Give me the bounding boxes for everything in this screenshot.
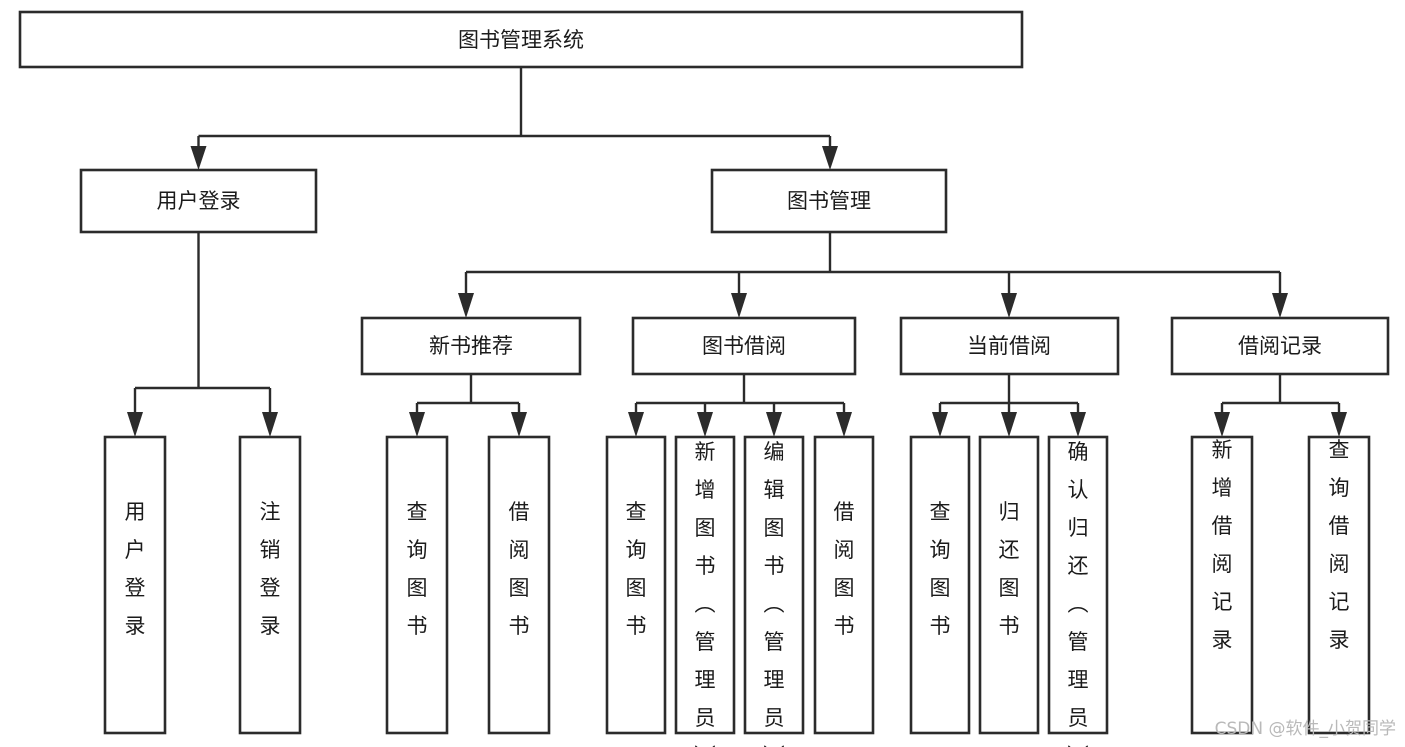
- node-leaf-confirm-return[interactable]: 确认归还︵管理员︶: [1047, 435, 1109, 747]
- node-leaf-edit-book-box[interactable]: [743, 435, 805, 735]
- arrow-user-login-leaf-2: [262, 412, 278, 437]
- arrow-root-to-book-manage: [822, 146, 838, 170]
- node-leaf-borrow-book-2-label: 借阅图书: [834, 500, 855, 638]
- connector-layer: [127, 67, 1347, 437]
- arrow-book-manage-to-current-borrow: [1001, 293, 1017, 318]
- node-leaf-edit-book-label: 编辑图书︵管理员︶: [764, 440, 785, 747]
- arrow-book-borrow-leaf-3: [766, 412, 782, 437]
- arrow-book-borrow-leaf-1: [628, 412, 644, 437]
- node-current-borrow-label: 当前借阅: [967, 334, 1051, 358]
- node-leaf-return-book[interactable]: 归还图书: [978, 435, 1040, 735]
- node-leaf-query-book-2[interactable]: 查询图书: [605, 435, 667, 735]
- node-book-borrow-box[interactable]: [631, 316, 857, 376]
- node-leaf-add-record-box[interactable]: [1190, 435, 1254, 735]
- node-leaf-query-book-1[interactable]: 查询图书: [385, 435, 449, 735]
- node-root[interactable]: 图书管理系统: [18, 10, 1024, 69]
- arrow-root-to-user-login: [190, 146, 207, 170]
- node-leaf-borrow-book-2-box[interactable]: [813, 435, 875, 735]
- node-leaf-add-book[interactable]: 新增图书︵管理员︶: [674, 435, 736, 747]
- node-leaf-query-book-3-box[interactable]: [909, 435, 971, 735]
- node-borrow-record[interactable]: 借阅记录: [1170, 316, 1390, 376]
- node-leaf-user-logout-box[interactable]: [238, 435, 302, 735]
- node-leaf-query-book-2-box[interactable]: [605, 435, 667, 735]
- node-leaf-edit-book[interactable]: 编辑图书︵管理员︶: [743, 435, 805, 747]
- node-new-book-rec[interactable]: 新书推荐: [360, 316, 582, 376]
- arrow-book-manage-to-new-book-rec: [458, 293, 474, 318]
- arrow-book-borrow-leaf-4: [836, 412, 852, 437]
- node-leaf-add-book-label: 新增图书︵管理员︶: [695, 440, 716, 747]
- node-new-book-rec-label: 新书推荐: [429, 334, 513, 358]
- node-leaf-query-record-label: 查询借阅记录: [1329, 438, 1350, 652]
- node-leaf-borrow-book-1[interactable]: 借阅图书: [487, 435, 551, 735]
- node-root-box[interactable]: [18, 10, 1024, 69]
- arrow-book-manage-to-book-borrow: [731, 293, 747, 318]
- node-leaf-query-record-box[interactable]: [1307, 435, 1371, 735]
- node-leaf-user-logout[interactable]: 注销登录: [238, 435, 302, 735]
- node-leaf-user-login-label: 用户登录: [125, 500, 146, 638]
- node-leaf-return-book-box[interactable]: [978, 435, 1040, 735]
- node-leaf-query-book-1-label: 查询图书: [407, 500, 428, 638]
- node-leaf-borrow-book-1-label: 借阅图书: [509, 500, 530, 638]
- node-current-borrow-box[interactable]: [899, 316, 1120, 376]
- arrow-new-book-rec-leaf-1: [409, 412, 425, 437]
- node-leaf-query-book-3-label: 查询图书: [930, 500, 951, 638]
- arrow-current-borrow-leaf-3: [1070, 412, 1086, 437]
- arrow-book-borrow-leaf-2: [697, 412, 713, 437]
- arrow-borrow-record-leaf-2: [1331, 412, 1347, 437]
- node-book-borrow-label: 图书借阅: [702, 334, 786, 358]
- node-book-manage-box[interactable]: [710, 168, 948, 234]
- node-leaf-query-record[interactable]: 查询借阅记录: [1307, 435, 1371, 735]
- arrow-current-borrow-leaf-1: [932, 412, 948, 437]
- node-current-borrow[interactable]: 当前借阅: [899, 316, 1120, 376]
- csdn-watermark: CSDN @软件_小贺同学: [1215, 719, 1396, 739]
- node-leaf-add-record[interactable]: 新增借阅记录: [1190, 435, 1254, 735]
- node-new-book-rec-box[interactable]: [360, 316, 582, 376]
- node-book-manage[interactable]: 图书管理: [710, 168, 948, 234]
- node-root-label: 图书管理系统: [458, 28, 584, 52]
- node-user-login-box[interactable]: [79, 168, 318, 234]
- node-borrow-record-label: 借阅记录: [1238, 334, 1322, 358]
- node-leaf-add-record-label: 新增借阅记录: [1212, 438, 1233, 652]
- node-user-login-label: 用户登录: [157, 189, 241, 213]
- node-leaf-add-book-box[interactable]: [674, 435, 736, 735]
- node-book-manage-label: 图书管理: [787, 189, 871, 213]
- node-leaf-user-logout-label: 注销登录: [260, 500, 281, 638]
- node-borrow-record-box[interactable]: [1170, 316, 1390, 376]
- arrow-borrow-record-leaf-1: [1214, 412, 1230, 437]
- arrow-new-book-rec-leaf-2: [511, 412, 527, 437]
- node-leaf-confirm-return-label: 确认归还︵管理员︶: [1068, 440, 1089, 747]
- node-leaf-user-login[interactable]: 用户登录: [103, 435, 167, 735]
- arrow-user-login-leaf-1: [127, 412, 143, 437]
- node-leaf-confirm-return-box[interactable]: [1047, 435, 1109, 735]
- node-leaf-query-book-1-box[interactable]: [385, 435, 449, 735]
- node-leaf-return-book-label: 归还图书: [999, 500, 1020, 638]
- node-leaf-query-book-2-label: 查询图书: [626, 500, 647, 638]
- node-leaf-borrow-book-1-box[interactable]: [487, 435, 551, 735]
- node-leaf-borrow-book-2[interactable]: 借阅图书: [813, 435, 875, 735]
- node-leaf-user-login-box[interactable]: [103, 435, 167, 735]
- arrow-current-borrow-leaf-2: [1001, 412, 1017, 437]
- node-leaf-query-book-3[interactable]: 查询图书: [909, 435, 971, 735]
- node-book-borrow[interactable]: 图书借阅: [631, 316, 857, 376]
- node-user-login[interactable]: 用户登录: [79, 168, 318, 234]
- arrow-book-manage-to-borrow-record: [1272, 293, 1288, 318]
